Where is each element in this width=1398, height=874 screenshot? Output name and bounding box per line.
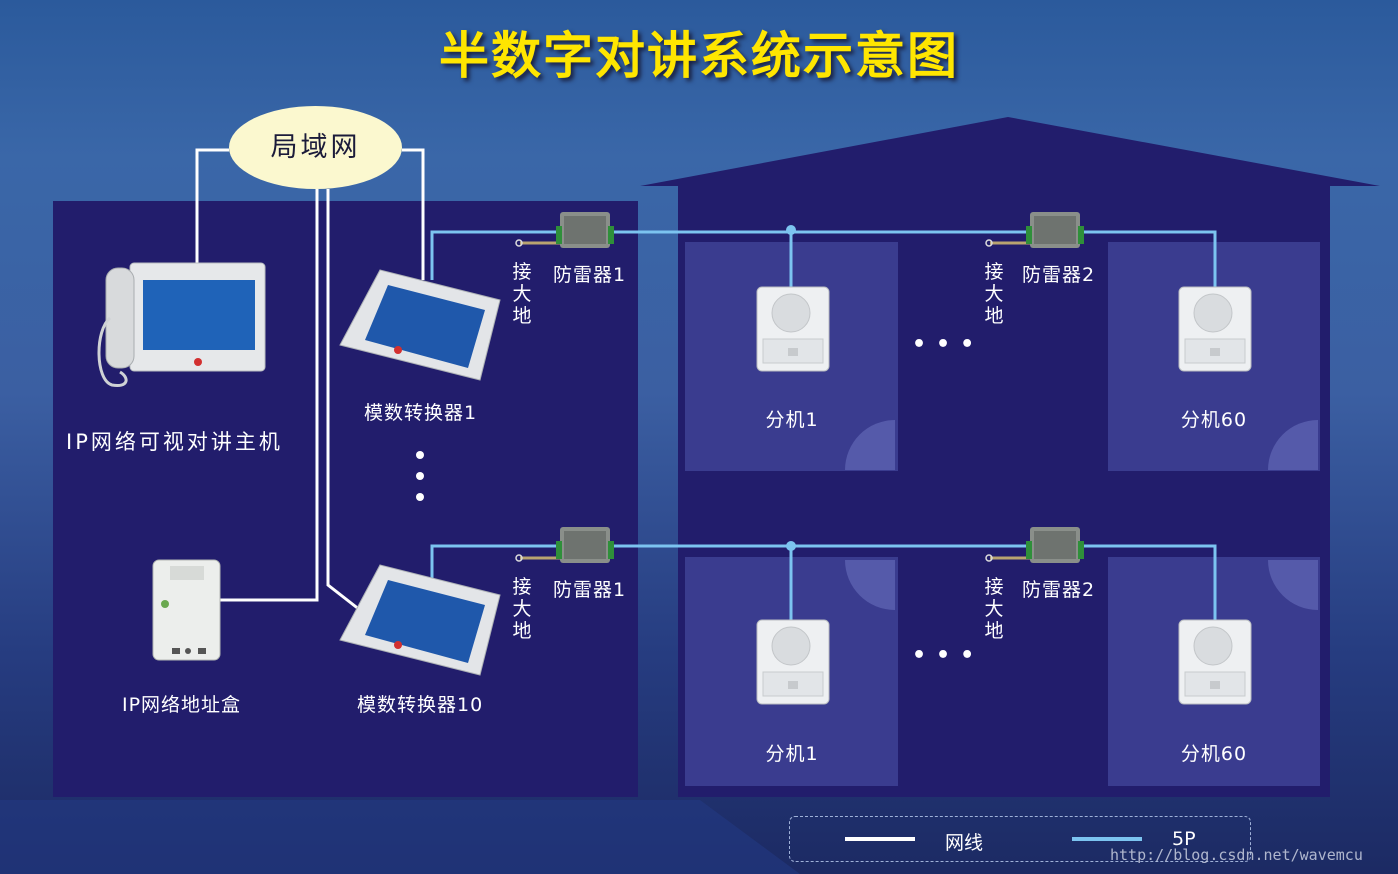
ground-label: 接大地 [512, 576, 532, 642]
protector-device [556, 527, 614, 563]
address-box-label: IP网络地址盒 [122, 694, 242, 716]
network-cables [195, 148, 425, 612]
host-label: IP网络可视对讲主机 [66, 430, 283, 454]
five-p-cables [430, 230, 1217, 622]
protector-device [1026, 212, 1084, 248]
protector-1-label: 防雷器1 [553, 264, 627, 286]
converter-10-device [339, 564, 501, 676]
converter-ellipsis [416, 451, 424, 501]
extension-ellipsis: ••• [912, 643, 985, 668]
extension-ellipsis: ••• [912, 332, 985, 357]
watermark: http://blog.csdn.net/wavemcu [1110, 846, 1363, 864]
extension-unit-device [756, 286, 830, 372]
ground-label: 接大地 [512, 261, 532, 327]
ground-label: 接大地 [984, 261, 1004, 327]
legend-network-label: 网线 [945, 832, 984, 854]
extension-1-label: 分机1 [765, 409, 819, 431]
extension-unit-device [756, 619, 830, 705]
extension-60-label: 分机60 [1180, 743, 1248, 765]
extension-60-label: 分机60 [1180, 409, 1248, 431]
converter-1-label: 模数转换器1 [364, 402, 478, 424]
converter-1-device [339, 269, 501, 381]
intercom-host-device [97, 262, 266, 388]
extension-1-label: 分机1 [765, 743, 819, 765]
ground-label: 接大地 [984, 576, 1004, 642]
page-title: 半数字对讲系统示意图 [439, 27, 959, 85]
converter-10-label: 模数转换器10 [357, 694, 484, 716]
protector-2-label: 防雷器2 [1022, 264, 1096, 286]
legend-5p-label: 5P [1172, 828, 1196, 850]
protector-device [1026, 527, 1084, 563]
extension-unit-device [1178, 286, 1252, 372]
address-box-device [152, 559, 221, 661]
legend: 网线 5P [789, 816, 1251, 862]
extension-unit-device [1178, 619, 1252, 705]
background-beam [0, 800, 800, 874]
legend-5p-line [1072, 837, 1142, 841]
legend-network-line [845, 837, 915, 841]
lan-bubble: 局域网 [229, 106, 402, 189]
protector-device [556, 212, 614, 248]
protector-1-label: 防雷器1 [553, 579, 627, 601]
protector-2-label: 防雷器2 [1022, 579, 1096, 601]
